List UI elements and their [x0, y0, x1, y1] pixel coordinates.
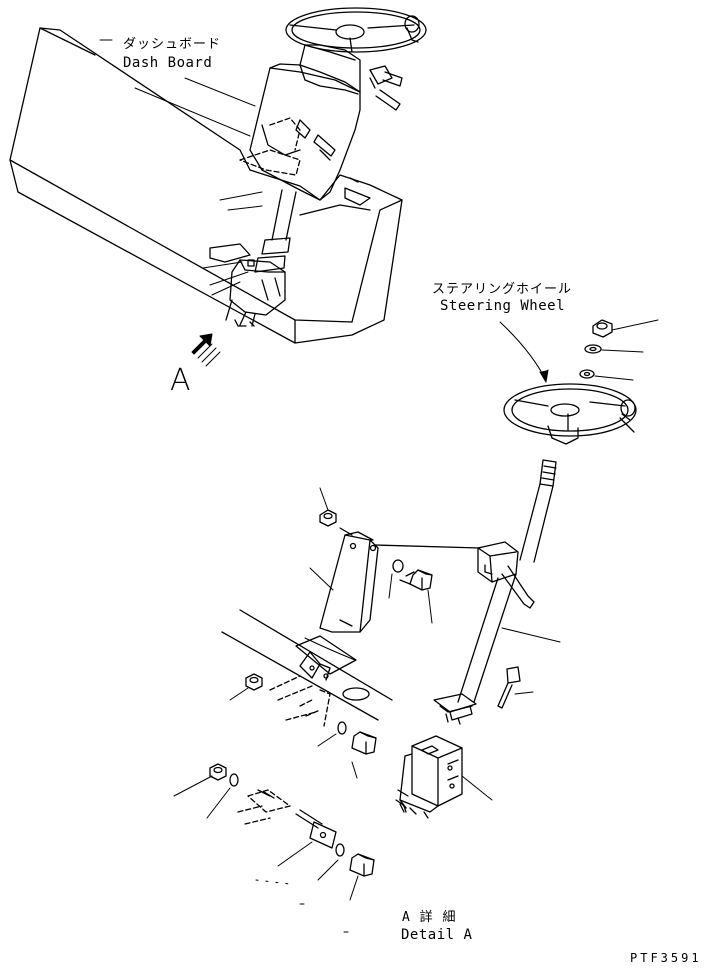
detail-a-assembly	[210, 764, 374, 876]
view-a-letter: A	[170, 363, 191, 398]
bracket-leaders	[310, 488, 432, 623]
steering-wheel-label-en: Steering Wheel	[440, 298, 566, 314]
drawing-code: PTF3591	[630, 951, 702, 965]
dash-board-leaders	[100, 40, 262, 295]
wheel-leaders	[500, 320, 658, 382]
floor-leaders	[230, 688, 357, 778]
steering-column-part	[434, 460, 556, 724]
view-arrow-icon	[192, 334, 220, 366]
dash-board-label-jp: ダッシュボード	[123, 37, 222, 52]
dash-board-label-en: Dash Board	[123, 55, 213, 71]
orbitrol-valve-part	[396, 736, 462, 818]
valve-leaders	[462, 776, 492, 800]
detail-a-label-jp: A 詳 細	[402, 910, 457, 925]
steering-wheel-label-jp: ステアリングホイール	[432, 282, 573, 297]
dash-board-assembly	[10, 8, 426, 343]
floor-fasteners	[246, 674, 376, 754]
steering-wheel-part	[504, 384, 636, 444]
wheel-nut-washers	[580, 320, 612, 378]
detail-a-leaders	[174, 776, 358, 932]
floor-panel	[222, 610, 392, 726]
bracket-assembly	[320, 510, 480, 632]
detail-a-label-en: Detail A	[401, 927, 473, 943]
column-leaders	[502, 628, 560, 694]
